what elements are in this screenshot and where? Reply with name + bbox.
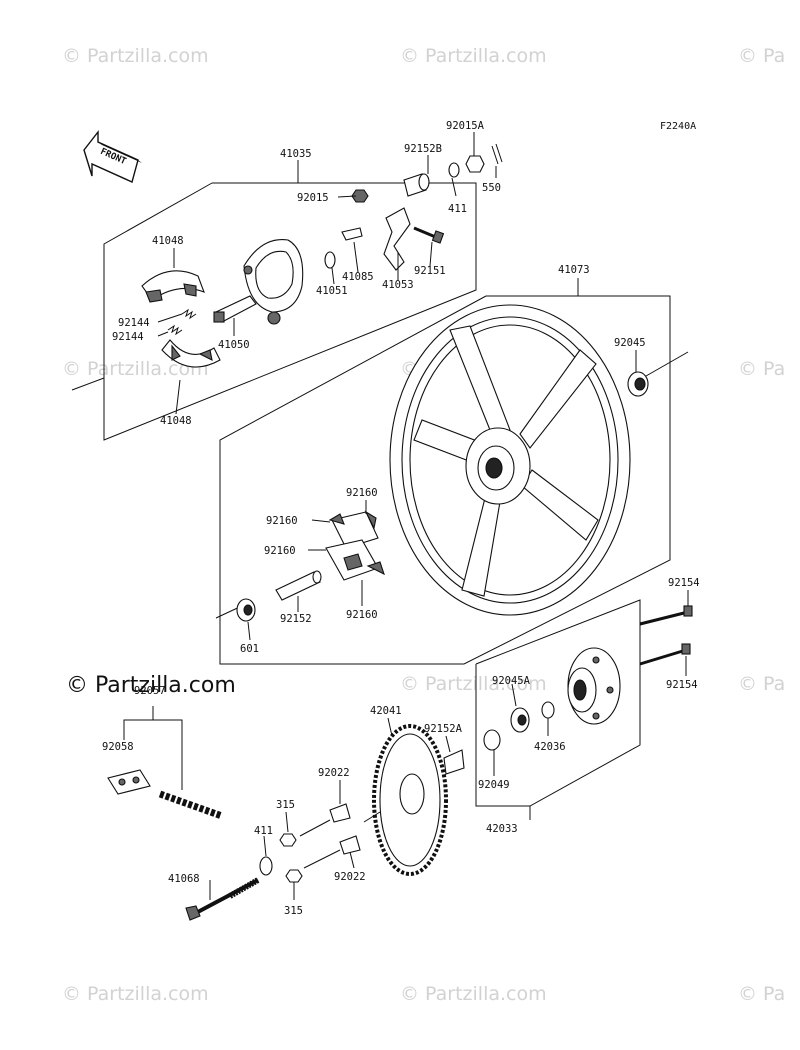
seal-92049 <box>483 729 501 751</box>
part-label: 92015 <box>297 192 329 204</box>
part-label: 411 <box>254 825 273 837</box>
part-label: 42036 <box>534 741 566 753</box>
part-label: 41048 <box>160 415 192 427</box>
part-label: 92057 <box>134 685 166 697</box>
sprocket-hub <box>567 647 621 725</box>
part-label: 41048 <box>152 235 184 247</box>
bearing-601 <box>236 598 256 622</box>
brake-shoe-lower <box>161 339 221 368</box>
washer-411 <box>448 162 460 178</box>
part-label: 315 <box>284 905 303 917</box>
brake-shoe-upper <box>141 270 205 303</box>
watermark: © Partzilla.com <box>62 983 209 1005</box>
master-link <box>107 769 151 795</box>
hub-frame <box>475 599 641 820</box>
part-label: 92160 <box>266 515 298 527</box>
collar-42036 <box>541 701 555 719</box>
watermark-dark: © Partzilla.com <box>66 673 236 698</box>
part-label: 92045 <box>614 337 646 349</box>
wheel-frame <box>219 278 671 665</box>
part-label: 41050 <box>218 339 250 351</box>
watermark: © Partzilla.com <box>400 983 547 1005</box>
part-label: 92152A <box>424 723 463 735</box>
diagram-code: F2240A <box>660 121 696 132</box>
watermark: © Pa <box>738 983 785 1005</box>
axle-41068 <box>185 877 260 921</box>
brake-bolt <box>413 226 445 244</box>
part-label: 41053 <box>382 279 414 291</box>
watermark: © Pa <box>738 45 785 67</box>
part-label: 411 <box>448 203 467 215</box>
part-label: 92058 <box>102 741 134 753</box>
hub-damper-upper <box>328 510 379 549</box>
chain-adjuster-lower <box>339 835 361 855</box>
sprocket <box>372 724 448 876</box>
nut-315-upper <box>279 833 297 847</box>
brake-cam <box>213 295 257 323</box>
part-label: 41051 <box>316 285 348 297</box>
stud-92154 <box>639 605 693 666</box>
camshaft-collar <box>403 173 430 197</box>
brake-panel-frame <box>71 160 477 441</box>
part-label: 41073 <box>558 264 590 276</box>
hub-damper-lower <box>325 539 385 581</box>
part-label: 92160 <box>264 545 296 557</box>
watermark: © Partzilla.com <box>400 673 547 695</box>
bearing-92045 <box>627 371 649 397</box>
part-label: 92015A <box>446 120 485 132</box>
chain <box>158 790 224 820</box>
part-label: 92045A <box>492 675 531 687</box>
cotter-pin <box>491 143 503 165</box>
watermark: © Partzilla.com <box>62 45 209 67</box>
brake-panel <box>243 238 304 325</box>
part-label: 92154 <box>668 577 700 589</box>
watermark: © Pa <box>738 358 785 380</box>
part-label: 92144 <box>112 331 144 343</box>
part-label: 92022 <box>334 871 366 883</box>
bearing-92045A <box>510 707 530 733</box>
brake-indicator <box>341 227 363 241</box>
part-label: 42041 <box>370 705 402 717</box>
part-label: 601 <box>240 643 259 655</box>
watermark: © Pa <box>738 673 785 695</box>
nut-92015A <box>465 155 485 173</box>
chain-adjuster-upper <box>329 803 351 823</box>
washer-411-axle <box>259 856 273 876</box>
part-label: 92152B <box>404 143 442 155</box>
watermark: © Partzilla.com <box>400 45 547 67</box>
part-label: 92160 <box>346 487 378 499</box>
nut-315-lower <box>285 869 303 883</box>
spacer-92152A <box>443 749 465 775</box>
part-label: 92049 <box>478 779 510 791</box>
part-label: 92022 <box>318 767 350 779</box>
part-label: 92160 <box>346 609 378 621</box>
brake-spring <box>167 308 197 336</box>
part-label: 92144 <box>118 317 150 329</box>
wheel <box>389 304 631 616</box>
part-label: 41085 <box>342 271 374 283</box>
watermark: © Partzilla.com <box>62 358 209 380</box>
part-label: 92151 <box>414 265 446 277</box>
part-label: 41068 <box>168 873 200 885</box>
part-label: 42033 <box>486 823 518 835</box>
part-labels: 41035 92015A 92152B 92015 411 550 41048 … <box>102 120 700 917</box>
brake-washer <box>324 251 336 269</box>
part-label: 550 <box>482 182 501 194</box>
spacer-92152 <box>275 570 322 601</box>
part-label: 315 <box>276 799 295 811</box>
part-label: 41035 <box>280 148 312 160</box>
brake-lever <box>383 207 411 271</box>
leader-lines <box>157 132 689 900</box>
part-label: 92152 <box>280 613 312 625</box>
front-arrow-icon: FRONT <box>83 129 142 183</box>
part-label: 92154 <box>666 679 698 691</box>
watermarks: © Partzilla.com © Partzilla.com © Pa © P… <box>62 45 785 1005</box>
